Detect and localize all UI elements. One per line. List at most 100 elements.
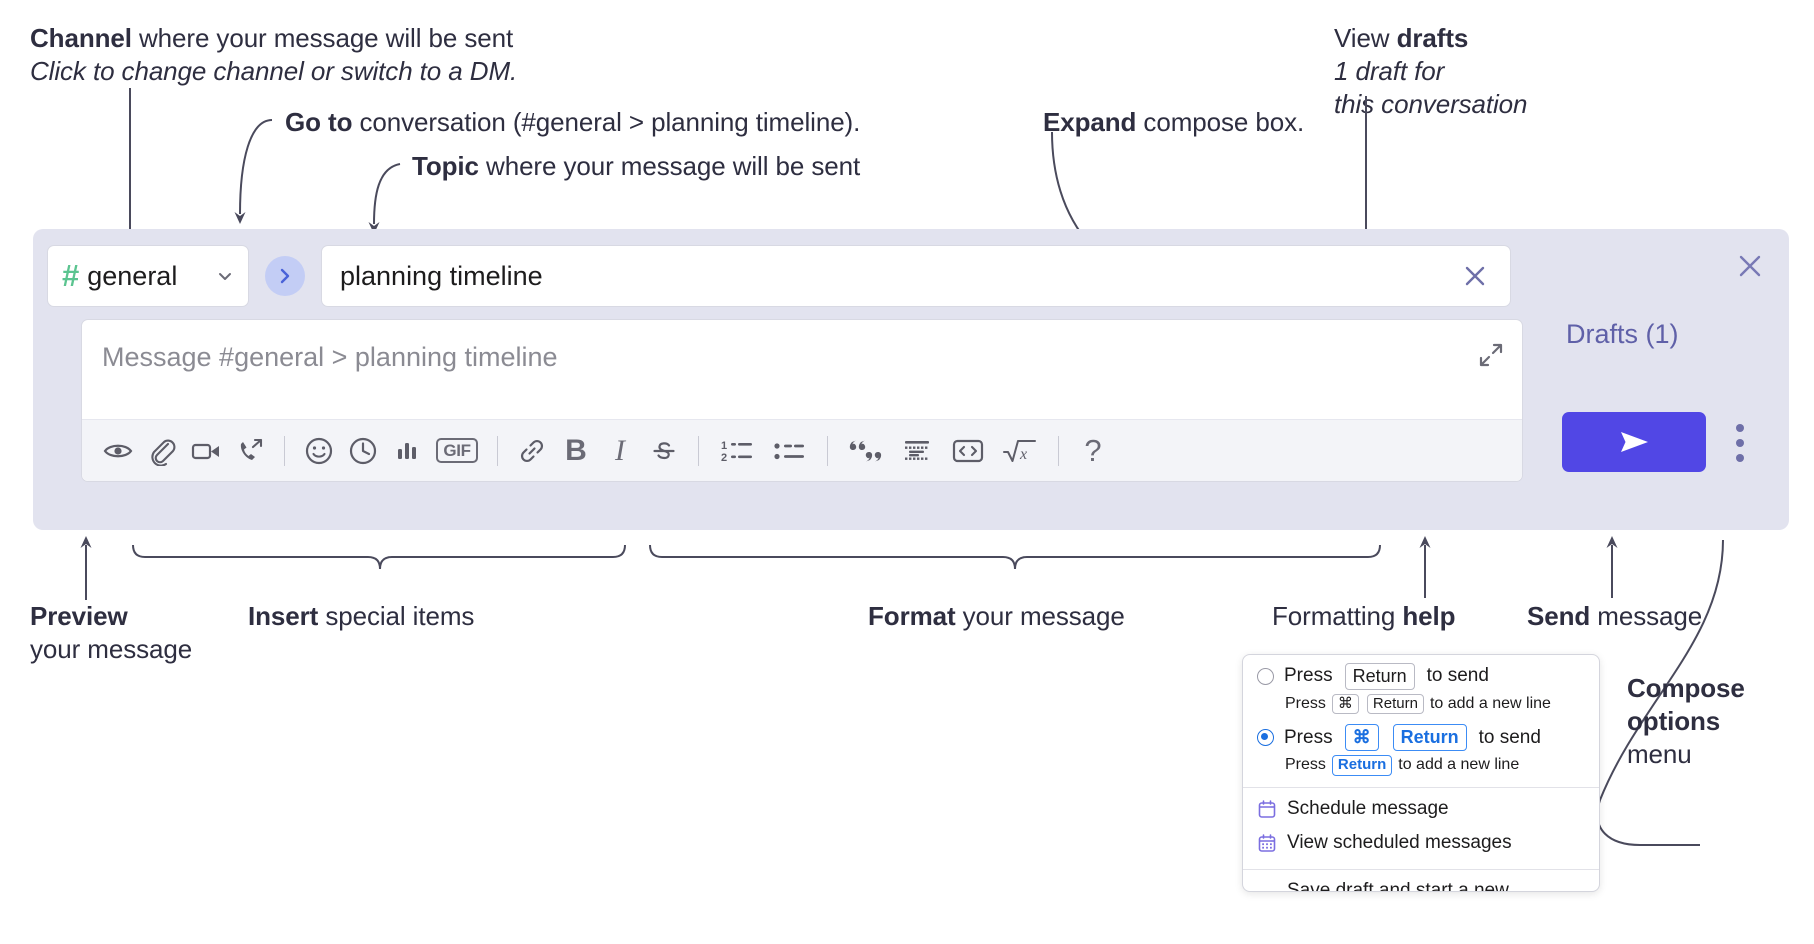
annotation-preview-bold: Preview xyxy=(30,601,128,631)
annotation-channel: Channel where your message will be sent … xyxy=(30,22,517,88)
radio-cmd-return-to-send[interactable] xyxy=(1257,729,1274,746)
send-option-2-sub: Press Return to add a new line xyxy=(1257,751,1585,778)
video-button[interactable] xyxy=(184,429,228,473)
math-button[interactable]: x xyxy=(994,429,1046,473)
toolbar-divider-4 xyxy=(827,435,828,466)
drafts-link[interactable]: Drafts (1) xyxy=(1566,319,1679,349)
annotation-insert-bold: Insert xyxy=(248,601,319,631)
quote-icon xyxy=(849,440,882,461)
audio-button[interactable] xyxy=(228,429,272,473)
phone-arrow-icon xyxy=(240,438,263,460)
expand-compose-button[interactable] xyxy=(1476,340,1506,370)
poll-button[interactable] xyxy=(385,429,429,473)
compose-main: # general planning timeline xyxy=(33,229,1540,530)
formatting-toolbar: GIF B I xyxy=(82,419,1522,481)
topic-value: planning timeline xyxy=(340,260,543,291)
option-2-sub-pre: Press xyxy=(1285,756,1326,774)
bulleted-list-icon xyxy=(774,442,804,459)
toolbar-divider-2 xyxy=(497,435,498,466)
annotation-drafts-italic1: 1 draft for xyxy=(1334,55,1445,86)
reminder-button[interactable] xyxy=(341,429,385,473)
annotation-format-bold: Format xyxy=(868,601,956,631)
close-compose-button[interactable] xyxy=(1733,249,1767,283)
compose-options-menu: Press Return to send Press ⌘ Return to a… xyxy=(1242,654,1600,892)
menu-item-view-scheduled[interactable]: View scheduled messages xyxy=(1243,826,1599,860)
send-option-2[interactable]: Press ⌘ Return to send Press Return to a… xyxy=(1243,716,1599,777)
toolbar-divider-1 xyxy=(284,435,285,466)
svg-text:x: x xyxy=(1019,446,1027,463)
calendar-grid-icon xyxy=(1257,833,1277,853)
blockquote-button[interactable] xyxy=(840,429,892,473)
annotation-preview-line2: your message xyxy=(30,633,193,664)
send-option-1-sub: Press ⌘ Return to add a new line xyxy=(1257,690,1585,717)
menu-item-schedule-message[interactable]: Schedule message xyxy=(1243,788,1599,826)
eye-icon xyxy=(103,444,133,457)
gif-button[interactable]: GIF xyxy=(429,429,485,473)
compose-options-button[interactable] xyxy=(1725,414,1755,472)
menu-divider-2 xyxy=(1243,868,1599,870)
annotation-expand-rest: compose box. xyxy=(1136,107,1305,137)
video-camera-icon xyxy=(191,443,219,459)
option-2-pre: Press xyxy=(1284,726,1333,748)
strikethrough-icon xyxy=(653,441,675,459)
link-button[interactable] xyxy=(510,429,554,473)
paperclip-icon xyxy=(151,439,176,466)
close-icon xyxy=(1739,255,1761,277)
message-input-box[interactable]: Message #general > planning timeline xyxy=(81,319,1523,482)
key-return-selected: Return xyxy=(1392,724,1467,751)
annotation-format: Format your message xyxy=(868,600,1125,633)
topic-clear-button[interactable] xyxy=(1458,259,1492,293)
message-placeholder: Message #general > planning timeline xyxy=(102,342,558,372)
preview-button[interactable] xyxy=(96,429,140,473)
option-1-sub-post: to add a new line xyxy=(1429,694,1551,712)
emoji-button[interactable] xyxy=(297,429,341,473)
channel-selector[interactable]: # general xyxy=(47,245,249,307)
annotation-insert: Insert special items xyxy=(248,600,474,633)
annotation-compose-options-bold2: options xyxy=(1627,705,1721,736)
key-command-selected: ⌘ xyxy=(1344,724,1379,751)
annotation-drafts-bold: drafts xyxy=(1396,23,1469,53)
help-button[interactable]: ? xyxy=(1071,429,1115,473)
annotation-goto-bold: Go to xyxy=(285,107,353,137)
question-mark-icon: ? xyxy=(1084,433,1102,468)
svg-text:2: 2 xyxy=(721,452,727,464)
goto-conversation-button[interactable] xyxy=(265,256,305,296)
annotation-goto: Go to conversation (#general > planning … xyxy=(285,106,860,139)
smiley-icon xyxy=(305,437,333,464)
bold-button[interactable]: B xyxy=(554,429,598,473)
topic-input[interactable]: planning timeline xyxy=(321,245,1511,307)
ordered-list-button[interactable]: 1 2 xyxy=(711,429,763,473)
bulleted-list-button[interactable] xyxy=(763,429,815,473)
link-icon xyxy=(520,439,544,462)
attach-button[interactable] xyxy=(140,429,184,473)
annotation-send-bold: Send xyxy=(1527,601,1591,631)
ordered-list-icon: 1 2 xyxy=(721,440,752,464)
strikethrough-button[interactable] xyxy=(642,429,686,473)
close-icon xyxy=(1465,266,1485,286)
option-1-pre: Press xyxy=(1284,665,1333,687)
option-1-sub-pre: Press xyxy=(1285,694,1326,712)
code-button[interactable] xyxy=(942,429,994,473)
code-block-button[interactable] xyxy=(892,429,942,473)
annotation-compose-options: Compose options menu xyxy=(1627,672,1745,770)
code-block-icon xyxy=(905,440,929,460)
menu-item-schedule-label: Schedule message xyxy=(1287,797,1449,819)
menu-item-save-draft[interactable]: Save draft and start a new message xyxy=(1243,870,1599,892)
menu-item-view-scheduled-label: View scheduled messages xyxy=(1287,831,1512,853)
italic-icon: I xyxy=(615,433,625,467)
annotation-goto-rest: conversation (#general > planning timeli… xyxy=(352,107,861,137)
radio-return-to-send[interactable] xyxy=(1257,667,1274,685)
annotation-channel-bold: Channel xyxy=(30,23,132,53)
option-2-post: to send xyxy=(1478,726,1541,748)
hash-icon: # xyxy=(62,257,80,293)
annotation-topic-bold: Topic xyxy=(412,151,479,181)
toolbar-divider-5 xyxy=(1058,435,1059,466)
send-option-1[interactable]: Press Return to send Press ⌘ Return to a… xyxy=(1243,655,1599,716)
chevron-down-icon xyxy=(216,267,234,285)
annotation-expand: Expand compose box. xyxy=(1043,106,1304,139)
send-button[interactable] xyxy=(1562,412,1706,472)
key-command: ⌘ xyxy=(1331,693,1359,715)
italic-button[interactable]: I xyxy=(598,429,642,473)
